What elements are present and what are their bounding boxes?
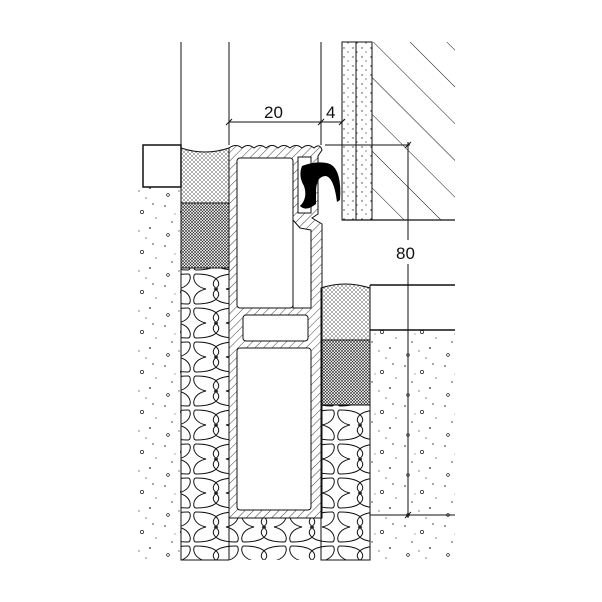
dimension-label-80: 80 [396, 244, 415, 263]
cover-strip [142, 144, 182, 188]
glass-pane [341, 41, 373, 221]
insulation-bottom [229, 518, 321, 560]
profile-chamber-step [292, 218, 312, 309]
insulation-right [320, 404, 371, 561]
concrete-left [138, 187, 181, 560]
sealant-block-left [180, 147, 230, 204]
dimension-lines [225, 118, 412, 519]
foam-block-left [180, 202, 230, 269]
concrete-right [370, 330, 455, 560]
profile-chamber-top [236, 157, 294, 309]
sealant-block-right [320, 283, 371, 341]
foam-block-right [320, 339, 371, 406]
dimension-label-4: 4 [326, 103, 335, 122]
insulation-left [180, 267, 230, 561]
dimension-label-20: 20 [264, 103, 283, 122]
glazing-gasket [300, 162, 341, 209]
hatched-wall [372, 42, 455, 220]
profile-chamber-middle [242, 314, 309, 342]
profile-chamber-bottom [236, 347, 312, 511]
